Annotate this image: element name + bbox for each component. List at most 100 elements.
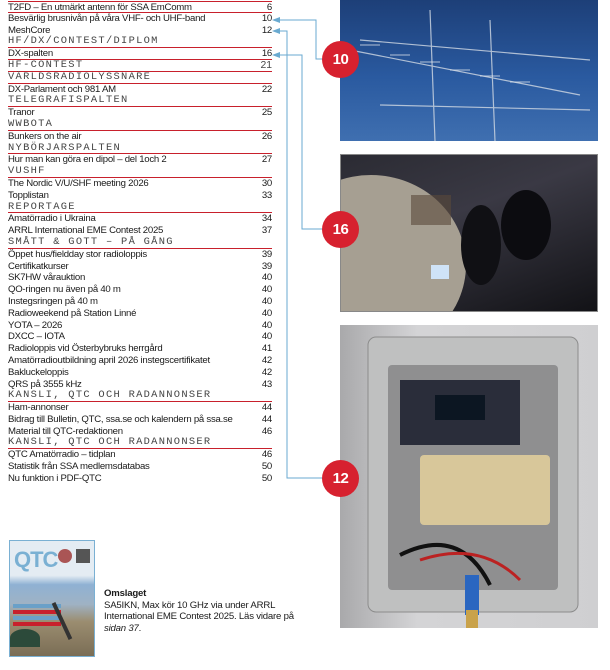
toc-title: QRS på 3555 kHz bbox=[8, 378, 82, 390]
caption-title: Omslaget bbox=[104, 588, 147, 599]
toc-section-heading: VÄRLDSRADIOLYSSNARE bbox=[8, 71, 272, 84]
toc-entry[interactable]: Bunkers on the air 26 bbox=[8, 131, 272, 143]
toc-entry[interactable]: YOTA – 2026 40 bbox=[8, 320, 272, 332]
photo-antenna-array bbox=[340, 0, 598, 141]
connector-line-12 bbox=[279, 30, 330, 479]
toc-page-number: 43 bbox=[261, 378, 272, 390]
toc-page-number: 40 bbox=[261, 319, 272, 331]
toc-title: Besvärlig brusnivån på våra VHF- och UHF… bbox=[8, 12, 206, 24]
toc-section-heading: KANSLI, QTC OCH RADANNONSER bbox=[8, 436, 272, 450]
toc-title: REPORTAGE bbox=[8, 200, 76, 213]
toc-entry[interactable]: ARRL International EME Contest 2025 37 bbox=[8, 225, 272, 237]
toc-section-heading: KANSLI, QTC OCH RADANNONSER bbox=[8, 390, 272, 403]
toc-page-number: 26 bbox=[261, 130, 272, 142]
toc-title: SK7HW vårauktion bbox=[8, 272, 86, 284]
toc-page-number: 34 bbox=[261, 213, 272, 225]
photo-dish-operators bbox=[340, 154, 598, 312]
toc-entry[interactable]: Material till QTC-redaktionen 46 bbox=[8, 426, 272, 438]
toc-page-number: 44 bbox=[261, 413, 272, 425]
toc-entry[interactable]: SK7HW vårauktion 40 bbox=[8, 272, 272, 284]
toc-title: Bakluckeloppis bbox=[8, 366, 69, 378]
photo-meshcore-enclosure bbox=[340, 325, 598, 628]
toc-entry[interactable]: Certifikatkurser 39 bbox=[8, 261, 272, 273]
cover-logo: QTC bbox=[14, 547, 58, 572]
toc-page-number: 12 bbox=[261, 24, 272, 36]
toc-entry[interactable]: Amatörradioutbildning april 2026 instegs… bbox=[8, 355, 272, 367]
toc-section-heading: TELEGRAFISPALTEN bbox=[8, 94, 272, 108]
callout-badge-10: 10 bbox=[322, 41, 359, 78]
toc-title: TELEGRAFISPALTEN bbox=[8, 94, 129, 107]
callout-badge-12: 12 bbox=[322, 460, 359, 497]
toc-title: Statistik från SSA medlemsdatabas bbox=[8, 461, 150, 473]
toc-title: ARRL International EME Contest 2025 bbox=[8, 225, 164, 237]
toc-section-heading: NYBÖRJARSPALTEN bbox=[8, 142, 272, 155]
arrow-icon bbox=[272, 28, 280, 34]
cover-caption: Omslaget SA5IKN, Max kör 10 GHz via unde… bbox=[104, 588, 314, 634]
toc-title: The Nordic V/U/SHF meeting 2026 bbox=[8, 177, 149, 189]
toc-entry[interactable]: QRS på 3555 kHz 43 bbox=[8, 379, 272, 391]
toc-section-heading: HF/DX/CONTEST/DIPLOM bbox=[8, 35, 272, 49]
toc-entry[interactable]: Statistik från SSA medlemsdatabas 50 bbox=[8, 461, 272, 473]
toc-page-number: 41 bbox=[261, 343, 272, 355]
toc-entry[interactable]: Besvärlig brusnivån på våra VHF- och UHF… bbox=[8, 13, 272, 25]
toc-page-number: 37 bbox=[261, 225, 272, 237]
toc-title: Material till QTC-redaktionen bbox=[8, 425, 123, 437]
toc-page-number: 40 bbox=[261, 272, 272, 284]
toc-entry[interactable]: Radioweekend på Station Linné 40 bbox=[8, 308, 272, 320]
callout-badge-16: 16 bbox=[322, 211, 359, 248]
toc-title: Amatörradioutbildning april 2026 instegs… bbox=[8, 354, 210, 366]
arrow-icon bbox=[272, 52, 280, 58]
toc-title: WWBOTA bbox=[8, 117, 54, 130]
toc-title: YOTA – 2026 bbox=[8, 319, 63, 331]
toc-section-heading: SMÅTT & GOTT – PÅ GÅNG bbox=[8, 235, 272, 249]
toc-page-number: 40 bbox=[261, 307, 272, 319]
toc-entry[interactable]: DX-spalten 16 bbox=[8, 48, 272, 60]
toc-title: HF/DX/CONTEST/DIPLOM bbox=[8, 35, 159, 48]
toc-title: KANSLI, QTC OCH RADANNONSER bbox=[8, 436, 212, 449]
caption-page-ref[interactable]: sidan 37 bbox=[104, 622, 139, 634]
toc-title: Certifikatkurser bbox=[8, 260, 69, 272]
toc-entry[interactable]: Bakluckeloppis 42 bbox=[8, 367, 272, 379]
toc-title: SMÅTT & GOTT – PÅ GÅNG bbox=[8, 235, 174, 248]
toc-title: Nu funktion i PDF-QTC bbox=[8, 472, 102, 484]
toc-section-heading: REPORTAGE bbox=[8, 200, 272, 214]
toc-page-number: 40 bbox=[261, 295, 272, 307]
toc-page-number: 22 bbox=[261, 83, 272, 95]
toc-title: Radioweekend på Station Linné bbox=[8, 307, 137, 319]
toc-page-number: 6 bbox=[266, 2, 272, 13]
toc-page-number: 46 bbox=[261, 425, 272, 437]
toc-page-number: 39 bbox=[261, 260, 272, 272]
toc-page-number: 21 bbox=[260, 59, 272, 71]
cover-thumbnail: QTC bbox=[9, 540, 95, 657]
toc-title: Bunkers on the air bbox=[8, 130, 82, 142]
toc-title: DX-spalten bbox=[8, 48, 53, 60]
toc-page-number: 16 bbox=[261, 48, 272, 60]
toc-page-number: 44 bbox=[261, 402, 272, 414]
toc-page-number: 50 bbox=[261, 461, 272, 473]
toc-title: Tranor bbox=[8, 107, 35, 119]
toc-entry[interactable]: Bidrag till Bulletin, QTC, ssa.se och ka… bbox=[8, 414, 272, 426]
toc-section-heading: VUSHF bbox=[8, 165, 272, 178]
toc-page-number: 42 bbox=[261, 366, 272, 378]
toc-page-number: 46 bbox=[261, 449, 272, 461]
callout-connectors bbox=[272, 17, 330, 479]
caption-text: SA5IKN, Max kör 10 GHz via under ARRL In… bbox=[104, 599, 294, 623]
